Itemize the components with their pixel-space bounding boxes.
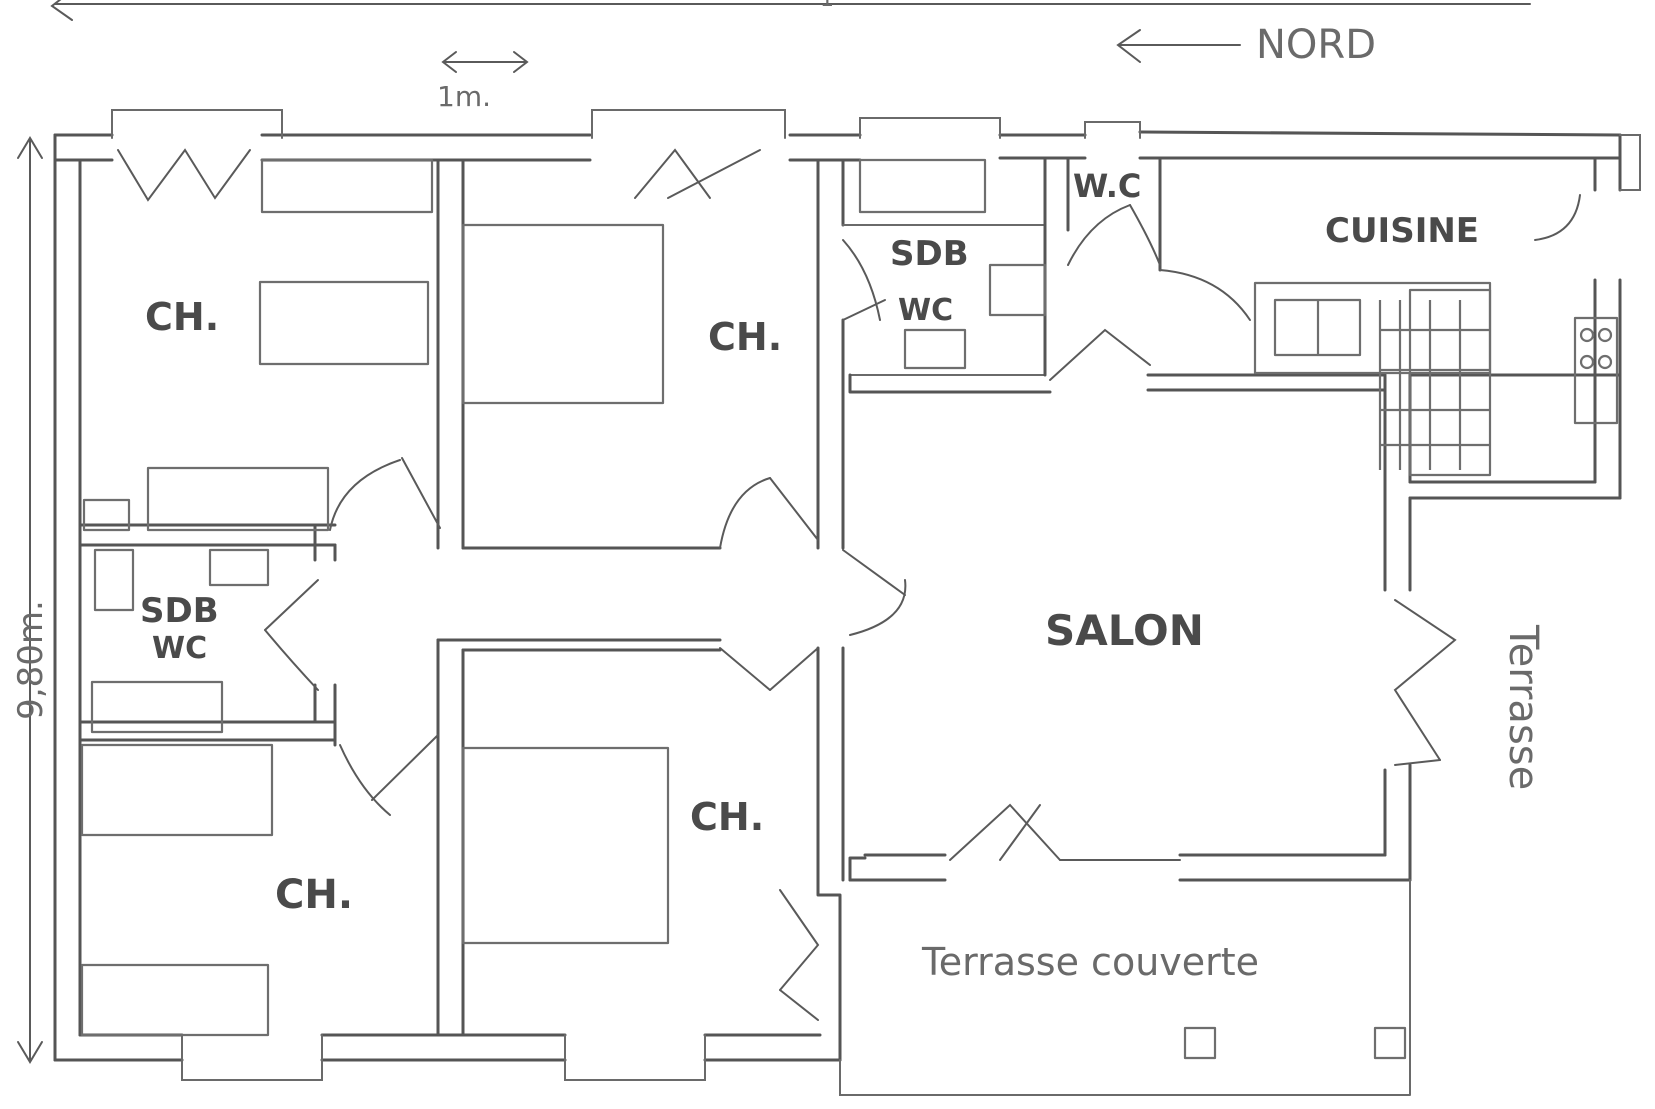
scale-label: 1m.: [437, 80, 491, 113]
bathtub-left: [90, 680, 224, 734]
north-arrow: [1116, 29, 1241, 63]
bed-left: [146, 466, 330, 532]
doors: [117, 148, 1581, 1021]
label-bathroom-right-l1: SDB: [890, 234, 969, 274]
toilet-right: [903, 328, 967, 370]
pillar-left: [1183, 1026, 1217, 1060]
covered-terrace-outline: [839, 879, 1411, 1096]
exterior-walls: [53, 130, 1622, 1062]
height-dimension-text: 9,80m.: [11, 600, 51, 720]
wardrobe-bottom-left: [80, 743, 274, 837]
label-covered-terrace: Terrasse couverte: [921, 940, 1259, 984]
label-bathroom-left-l2: WC: [152, 631, 207, 666]
kitchen-table: [1408, 288, 1492, 477]
desk-top-left: [258, 280, 430, 366]
desk-bottom-left: [80, 963, 270, 1037]
kitchen-counter: [1253, 281, 1492, 375]
top-windows: [111, 109, 1641, 191]
bed-top-mid: [461, 223, 665, 405]
sink-left-upper: [82, 498, 131, 532]
kitchen-stove: [1573, 316, 1619, 425]
bathtub-right: [858, 158, 987, 214]
toilet-left: [93, 548, 135, 612]
label-wc: W.C: [1073, 167, 1141, 205]
width-dimension-text: 1: [820, 0, 834, 12]
label-living: SALON: [1045, 606, 1204, 655]
north-label: NORD: [1256, 22, 1376, 68]
sink-right: [988, 263, 1047, 317]
pillar-right: [1373, 1026, 1407, 1060]
sink-left: [208, 548, 270, 587]
bed-bottom-mid: [461, 746, 670, 945]
label-bedroom-bottom-left: CH.: [275, 872, 353, 918]
label-bedroom-top-mid: CH.: [708, 315, 782, 359]
label-bedroom-bottom-mid: CH.: [690, 795, 764, 839]
wardrobe-top-left: [260, 158, 434, 214]
label-terrace: Terrasse: [1500, 624, 1546, 790]
furniture: [80, 158, 1619, 1060]
label-kitchen: CUISINE: [1325, 211, 1479, 251]
interior-walls: [78, 156, 1622, 1062]
label-bathroom-right-l2: WC: [898, 293, 953, 328]
bottom-windows: [181, 1034, 706, 1081]
scale-bar: [441, 51, 529, 73]
label-bedroom-top-left: CH.: [145, 295, 219, 339]
width-dimension-line: 1: [50, 0, 1531, 21]
height-dimension-line: [17, 136, 43, 1064]
label-bathroom-left-l1: SDB: [140, 591, 219, 631]
